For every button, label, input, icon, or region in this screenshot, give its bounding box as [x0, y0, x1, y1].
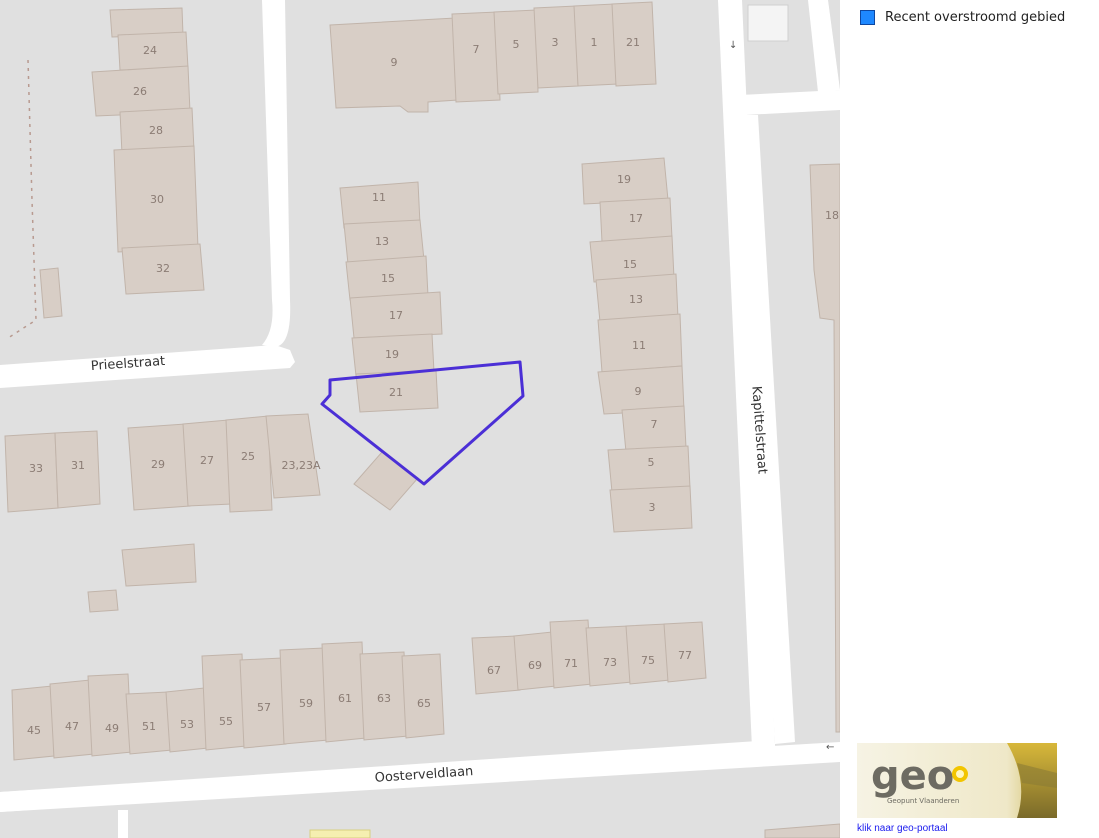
- house-number: 23,23A: [281, 459, 320, 472]
- buildings: [4, 1, 840, 838]
- house-number: 59: [299, 697, 313, 710]
- house-number: 49: [105, 722, 119, 735]
- house-number: 24: [143, 44, 157, 57]
- house-number: 31: [71, 459, 85, 472]
- house-number: 13: [629, 293, 643, 306]
- house-number: 25: [241, 450, 255, 463]
- legend-swatch: [860, 10, 875, 25]
- house-number: 75: [641, 654, 655, 667]
- map-canvas[interactable]: 24 26 28 30 32 9 7 5 3 1 21 11 13 15 17 …: [0, 0, 840, 838]
- house-number: 21: [626, 36, 640, 49]
- house-number: 17: [629, 212, 643, 225]
- house-number: 33: [29, 462, 43, 475]
- house-number: 13: [375, 235, 389, 248]
- house-number: 51: [142, 720, 156, 733]
- house-number: 53: [180, 718, 194, 731]
- house-number: 71: [564, 657, 578, 670]
- flood-area-outline[interactable]: [320, 360, 525, 486]
- house-number: 5: [513, 38, 520, 51]
- roads: [0, 0, 840, 838]
- geopunt-logo[interactable]: geo Geopunt Vlaanderen: [857, 743, 1057, 818]
- house-number: 55: [219, 715, 233, 728]
- house-number: 5: [648, 456, 655, 469]
- house-number: 15: [623, 258, 637, 271]
- legend-label: Recent overstroomd gebied: [885, 10, 1066, 25]
- house-number: 9: [391, 56, 398, 69]
- logo-text: geo: [871, 753, 954, 799]
- house-number: 63: [377, 692, 391, 705]
- house-number: 47: [65, 720, 79, 733]
- house-number: 7: [473, 43, 480, 56]
- house-number: 17: [389, 309, 403, 322]
- house-number: 7: [651, 418, 658, 431]
- house-number: 61: [338, 692, 352, 705]
- house-number: 19: [617, 173, 631, 186]
- house-number: 67: [487, 664, 501, 677]
- street-label-oosterveldlaan: Oosterveldlaan: [374, 764, 474, 786]
- footpath: [7, 59, 37, 339]
- street-label-prieelstraat: Prieelstraat: [90, 354, 165, 374]
- house-number: 19: [385, 348, 399, 361]
- street-label-kapittelstraat: Kapittelstraat: [748, 385, 769, 474]
- geo-portal-link[interactable]: klik naar geo-portaal: [857, 823, 948, 834]
- house-number: 11: [372, 191, 386, 204]
- house-number: 65: [417, 697, 431, 710]
- house-number: 21: [389, 386, 403, 399]
- house-number: 32: [156, 262, 170, 275]
- house-number: 11: [632, 339, 646, 352]
- house-number: 15: [381, 272, 395, 285]
- house-number: 1: [591, 36, 598, 49]
- house-number: 69: [528, 659, 542, 672]
- house-numbers: 24 26 28 30 32 9 7 5 3 1 21 11 13 15 17 …: [27, 36, 839, 737]
- house-number: 26: [133, 85, 147, 98]
- house-number: 77: [678, 649, 692, 662]
- house-number: 27: [200, 454, 214, 467]
- house-number: 45: [27, 724, 41, 737]
- map-view[interactable]: 24 26 28 30 32 9 7 5 3 1 21 11 13 15 17 …: [0, 0, 840, 838]
- house-number: 3: [649, 501, 656, 514]
- house-number: 28: [149, 124, 163, 137]
- house-number: 18: [825, 209, 839, 222]
- house-number: 3: [552, 36, 559, 49]
- one-way-arrow-icon: ←: [826, 742, 834, 753]
- house-number: 30: [150, 193, 164, 206]
- house-number: 73: [603, 656, 617, 669]
- map-block: [747, 4, 789, 42]
- house-number: 57: [257, 701, 271, 714]
- logo-subtext: Geopunt Vlaanderen: [887, 797, 959, 805]
- one-way-arrow-icon: ↓: [729, 40, 737, 51]
- house-number: 29: [151, 458, 165, 471]
- house-number: 9: [635, 385, 642, 398]
- map-legend: Recent overstroomd gebied: [860, 10, 1065, 25]
